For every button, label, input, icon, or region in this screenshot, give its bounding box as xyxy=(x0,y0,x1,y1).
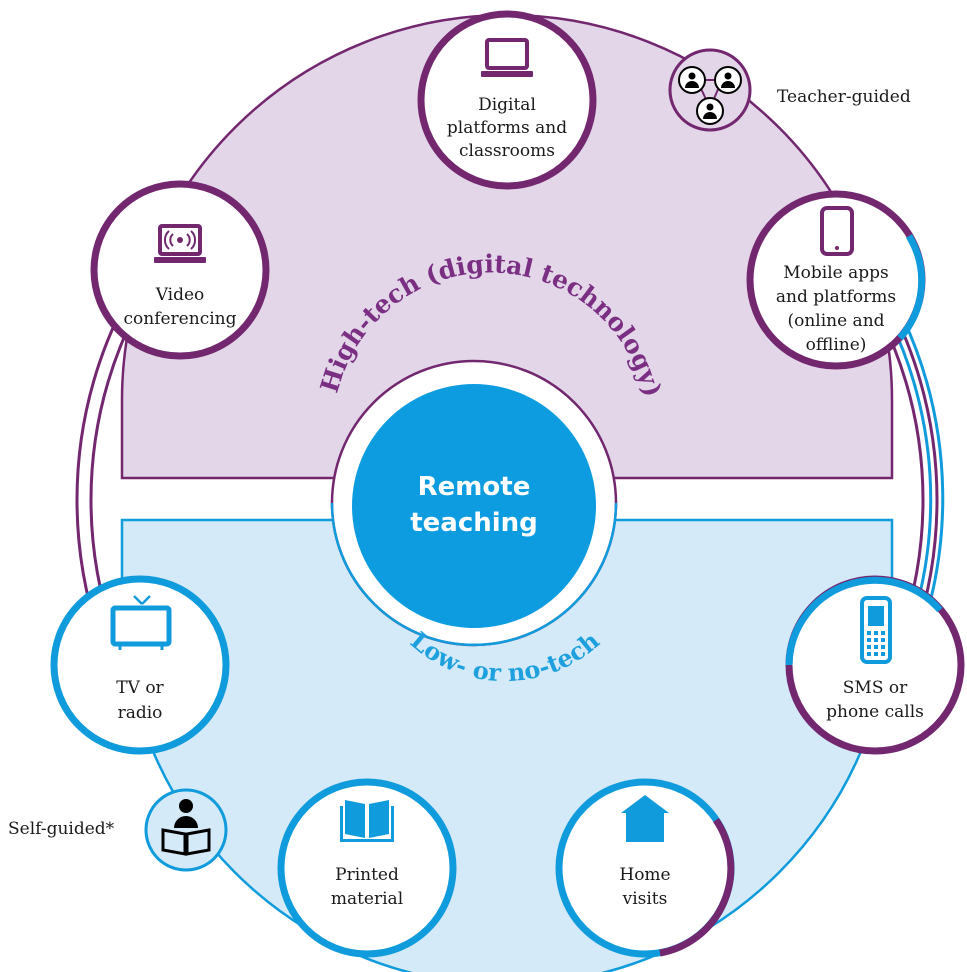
node-home-line1: Home xyxy=(619,865,670,885)
node-digital-platforms: Digital platforms and classrooms xyxy=(417,10,597,190)
node-video-line2: conferencing xyxy=(124,309,237,329)
node-video-line1: Video xyxy=(155,285,205,305)
tv-icon xyxy=(110,595,172,650)
book-icon xyxy=(340,800,394,842)
house-icon xyxy=(621,795,669,842)
legend-self-guided: Self-guided* xyxy=(8,788,228,872)
node-tv-radio: TV or radio xyxy=(50,575,230,755)
node-printed-line1: Printed xyxy=(335,865,399,885)
node-printed-material: Printed material xyxy=(277,778,457,958)
node-sms-line1: SMS or xyxy=(843,678,908,698)
node-mobile-line1: Mobile apps xyxy=(783,263,889,283)
node-mobile-line4: offline) xyxy=(806,335,867,355)
tablet-icon xyxy=(820,206,854,256)
node-printed-line2: material xyxy=(331,889,403,909)
center-title-line2: teaching xyxy=(410,508,538,538)
node-digital-line1: Digital xyxy=(478,95,536,115)
node-mobile-apps: Mobile apps and platforms (online and of… xyxy=(746,190,926,370)
center-title-line1: Remote xyxy=(418,472,531,502)
legend-self-label: Self-guided* xyxy=(8,819,115,839)
node-tv-line1: TV or xyxy=(116,678,164,698)
reader-icon xyxy=(161,799,211,856)
node-digital-line3: classrooms xyxy=(459,141,555,161)
node-digital-line2: platforms and xyxy=(447,118,567,138)
node-tv-line2: radio xyxy=(118,703,163,723)
laptop-icon xyxy=(481,38,533,77)
node-mobile-line3: (online and xyxy=(787,311,884,331)
phone-icon xyxy=(860,596,892,664)
node-video-conferencing: Video conferencing xyxy=(90,180,270,360)
node-mobile-line2: and platforms xyxy=(776,287,896,307)
video-conference-icon xyxy=(154,224,206,263)
legend-teacher-guided: Teacher-guided xyxy=(668,48,911,132)
node-home-line2: visits xyxy=(622,889,668,909)
node-sms-line2: phone calls xyxy=(826,702,924,722)
legend-teacher-label: Teacher-guided xyxy=(777,87,911,107)
center-circle xyxy=(352,384,596,628)
node-home-visits: Home visits xyxy=(555,778,735,958)
node-sms-phone: SMS or phone calls xyxy=(785,575,965,755)
teacher-group-icon xyxy=(678,66,742,125)
